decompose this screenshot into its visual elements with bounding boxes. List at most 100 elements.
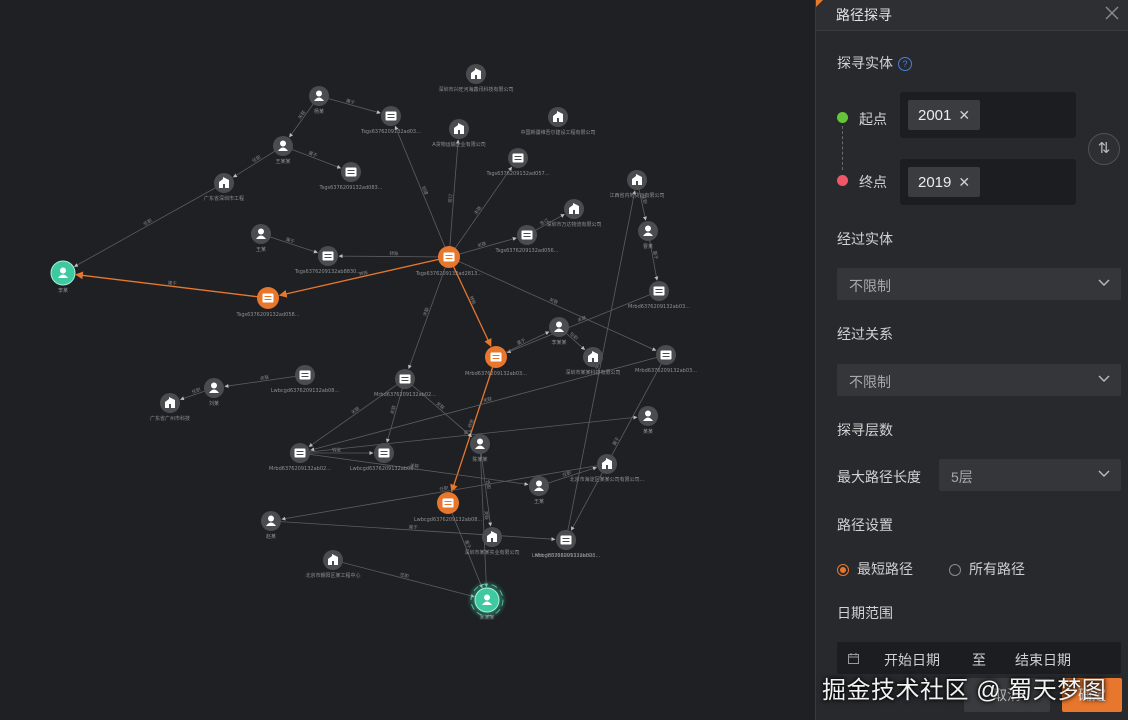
relation-edge[interactable] (332, 559, 475, 598)
relation-edge[interactable] (538, 466, 597, 487)
graph-node-company[interactable]: 广东省广州市科技 (150, 393, 190, 422)
relation-edge[interactable] (338, 254, 450, 259)
radio-unchecked-icon[interactable] (949, 564, 961, 576)
end-entity-input[interactable]: 2019✕ (900, 159, 1076, 205)
relation-edge[interactable] (308, 378, 406, 447)
graph-node-doc[interactable]: Tsgs6376209132ab8830... (294, 246, 362, 275)
graph-node-company[interactable]: 北京市朝阳区某工程中心 (305, 550, 361, 579)
confirm-button[interactable]: 确定 (1062, 678, 1122, 712)
relation-edge[interactable] (479, 443, 493, 527)
remove-tag-icon[interactable]: ✕ (958, 174, 971, 190)
relation-edge[interactable] (310, 354, 667, 452)
relation-edge[interactable] (448, 237, 517, 258)
graph-node-person[interactable]: 王某 (529, 476, 549, 505)
path-setting-label: 路径设置 (837, 517, 893, 533)
radio-shortest-path[interactable]: 最短路径 (837, 559, 913, 579)
relationship-graph[interactable]: 创建签订关联关联转账转账转账关联关联属于转账属于属于关联任职属于任职签订任职属于… (0, 0, 815, 720)
relation-edge[interactable] (408, 256, 450, 370)
graph-node-person[interactable]: 曹某 (638, 221, 658, 250)
close-icon[interactable] (1101, 2, 1123, 24)
graph-node-doc[interactable]: Lwbcgd6376209132ab08... (350, 443, 419, 472)
graph-node-person[interactable]: 王某 (251, 224, 271, 253)
radio-checked-icon[interactable] (837, 564, 849, 576)
relation-edge[interactable] (318, 95, 381, 115)
date-end-input[interactable]: 结束日期 (1015, 652, 1071, 668)
graph-node-doc[interactable]: Mrbd6376209132ab02... (374, 369, 436, 398)
graph-canvas[interactable]: 创建签订关联关联转账转账转账关联关联属于转账属于属于关联任职属于任职签订任职属于… (0, 0, 815, 720)
graph-node-person[interactable]: 李某某 (549, 317, 569, 346)
graph-node-company[interactable]: 广东省深圳市工程 (204, 173, 244, 202)
date-range-picker[interactable]: 开始日期 至 结束日期 (837, 642, 1121, 674)
date-start-input[interactable]: 开始日期 (884, 652, 940, 668)
graph-node-company[interactable]: A货物运输企业有限公司 (432, 119, 486, 148)
relation-edge[interactable] (565, 190, 637, 541)
graph-node-path[interactable]: Lwbcgd6376209132ab08... (414, 492, 483, 523)
graph-node-company[interactable]: 深圳市万达物流有限公司 (546, 199, 602, 228)
relation-edge[interactable] (386, 378, 406, 443)
relation-edge[interactable] (73, 182, 225, 268)
graph-node-doc[interactable]: Tsgs6376209132ad03... (360, 106, 421, 135)
relation-edge[interactable] (448, 139, 460, 258)
graph-node-person[interactable]: 刘某 (204, 378, 224, 407)
cancel-button[interactable]: 取消 (964, 678, 1050, 712)
node-label: Tsgs6376209132ad058... (236, 312, 300, 318)
relation-edge[interactable] (448, 166, 513, 258)
graph-node-company[interactable]: 江西省内地货运有限公司 (609, 170, 665, 199)
graph-node-doc[interactable]: Mrbd6376209132ab02... (269, 443, 331, 472)
node-label: Mrbd6376209132ab02... (269, 466, 331, 472)
graph-node-doc[interactable]: Mrbd6376209132ab03... (635, 345, 697, 374)
relation-edge[interactable] (448, 256, 657, 351)
graph-node-start[interactable]: 李某 (50, 260, 76, 294)
edge-label: 任职 (484, 480, 492, 490)
relation-edge[interactable] (506, 290, 660, 353)
graph-node-end[interactable]: 某某某 (467, 580, 507, 621)
relation-edge[interactable] (281, 463, 608, 521)
graph-node-person[interactable]: 赵某 (261, 511, 281, 540)
path-edge[interactable] (450, 356, 497, 493)
relation-edge[interactable] (447, 502, 483, 589)
graph-node-company[interactable]: 北京市海淀区某某公司有限公司... (570, 454, 645, 483)
swap-icon[interactable]: ⇅ (1088, 133, 1120, 165)
person-icon-body (475, 445, 485, 449)
graph-node-company[interactable]: 深圳市某某实业有限公司 (464, 527, 520, 556)
relation-edge[interactable] (270, 520, 556, 542)
relation-edge[interactable] (224, 374, 306, 388)
relation-edge[interactable] (479, 443, 489, 588)
graph-node-company[interactable]: 深圳市某某科技有限公司 (565, 347, 621, 376)
path-edge[interactable] (75, 271, 269, 299)
relation-edge[interactable] (404, 378, 472, 438)
relation-edge[interactable] (394, 125, 450, 258)
via-entity-select[interactable]: 不限制 (837, 268, 1121, 300)
graph-node-company[interactable]: 中国新疆维吾尔建设工程有限公司 (520, 107, 596, 136)
graph-node-person[interactable]: 杨某 (309, 86, 329, 115)
graph-node-doc[interactable]: Lwbcgd6376209132ab08... (271, 365, 340, 394)
relation-edge[interactable] (299, 452, 529, 486)
node-label: Mrbd6376209132ab03... (635, 368, 697, 374)
graph-node-path[interactable]: Mrbd6376209132ab03... (465, 346, 527, 377)
relation-edge[interactable] (570, 354, 667, 531)
relation-edge[interactable] (282, 145, 342, 169)
path-edge[interactable] (278, 256, 450, 298)
graph-node-doc[interactable]: Tsgs6376209132ad057... (486, 148, 550, 177)
start-entity-input[interactable]: 2001✕ (900, 92, 1076, 138)
radio-all-paths[interactable]: 所有路径 (949, 559, 1025, 579)
help-icon[interactable]: ? (898, 57, 912, 71)
path-edge[interactable] (448, 256, 492, 347)
graph-node-center[interactable]: Tsgs6376209132ad2813... (415, 246, 483, 277)
graph-node-path[interactable]: Tsgs6376209132ad058... (236, 287, 300, 318)
via-relation-select[interactable]: 不限制 (837, 364, 1121, 396)
max-path-select[interactable]: 5层 (939, 459, 1121, 491)
start-entity-tag[interactable]: 2001✕ (908, 100, 981, 130)
graph-node-person[interactable]: 王某某 (273, 136, 293, 165)
graph-node-person[interactable]: 某某 (638, 406, 658, 435)
remove-tag-icon[interactable]: ✕ (958, 107, 971, 123)
end-entity-tag[interactable]: 2019✕ (908, 167, 981, 197)
graph-node-doc[interactable]: Tsgs6376209132ad083... (319, 162, 383, 191)
graph-node-doc[interactable]: Mrbd6376209132ab03... (628, 281, 690, 310)
graph-node-doc[interactable]: Tsgs6376209132ad056... (495, 225, 559, 254)
graph-node-company[interactable]: 深圳市兴旺河海鑫讯科技有限公司 (438, 64, 514, 93)
entity-section-title: 探寻实体? (837, 53, 912, 73)
graph-node-doc[interactable]: Mrbd6376209132ab02... (535, 530, 597, 559)
node-label: Mrbd6376209132ab03... (465, 371, 527, 377)
graph-node-person[interactable]: 陈某某 (470, 434, 490, 463)
